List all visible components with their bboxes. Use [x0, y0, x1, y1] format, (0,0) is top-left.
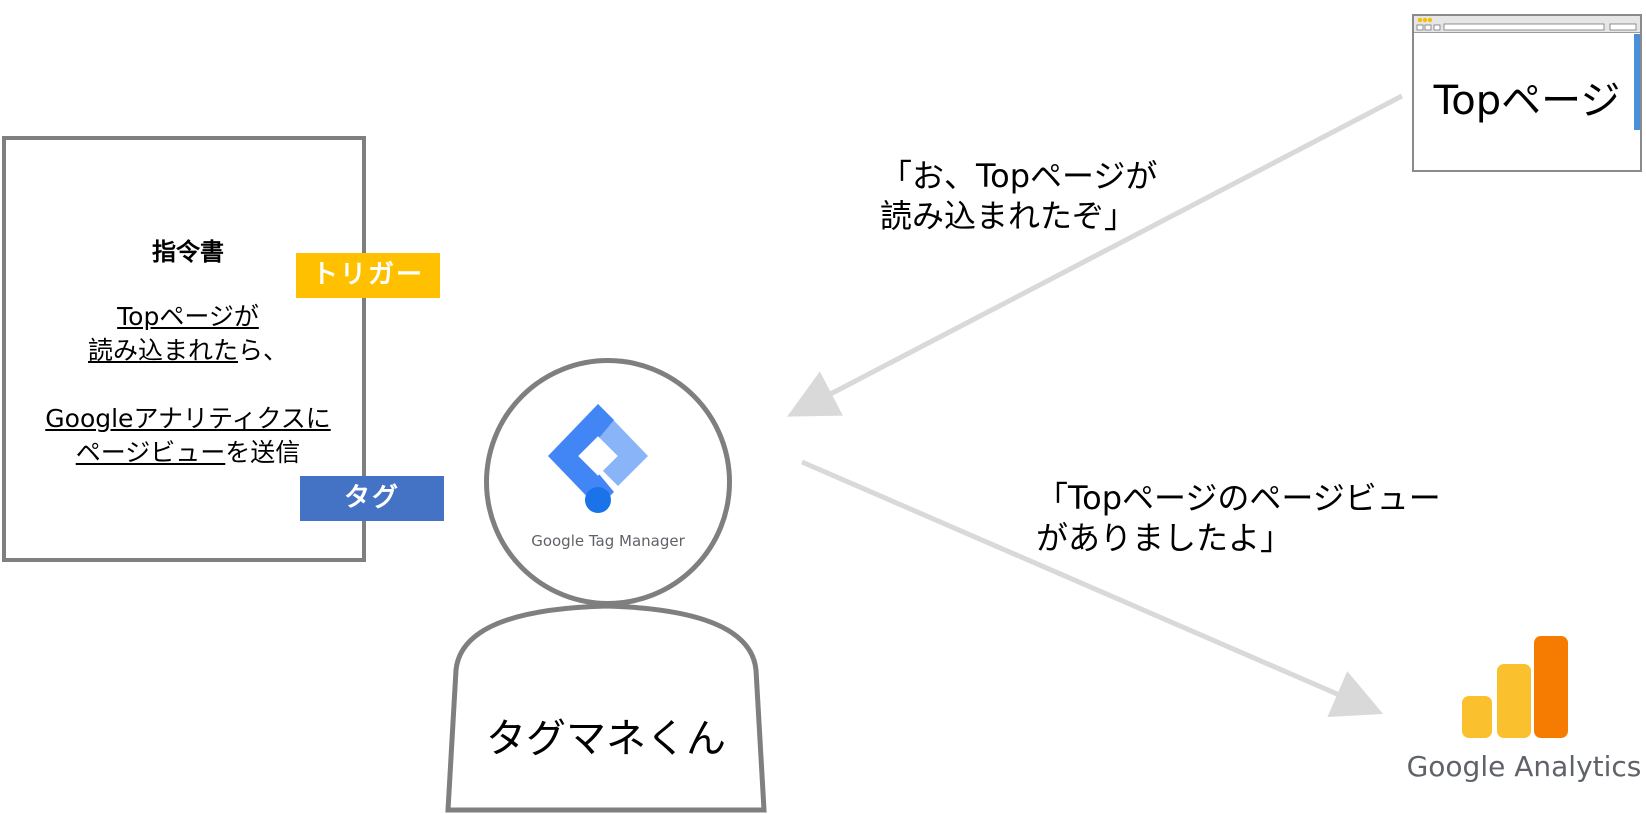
tag-badge: タグ — [300, 476, 444, 521]
figure-head — [484, 358, 732, 606]
trigger-condition-text: Topページが — [117, 302, 259, 331]
figure-body — [445, 603, 767, 813]
tag-suffix-text: を送信 — [225, 438, 301, 467]
trigger-line-2: 読み込まれたら、 — [6, 334, 370, 368]
trigger-condition-text-2: 読み込まれた — [87, 336, 238, 365]
instruction-document: 指令書 Topページが 読み込まれたら、 Googleアナリティクスに ページビ… — [2, 136, 366, 562]
speech-to-analytics-line-1: 「Topページのページビュー — [1036, 479, 1441, 517]
tag-action-text-2: ページビュー — [75, 438, 226, 467]
speech-from-page-line-1: 「お、Topページが — [880, 157, 1158, 195]
ga-logo-caption: Google Analytics — [1406, 750, 1642, 783]
tag-line-2: ページビューを送信 — [6, 436, 370, 470]
gtm-logo-icon — [548, 404, 648, 513]
trigger-suffix-text: ら、 — [238, 336, 289, 365]
arrow-gtm-to-analytics — [801, 459, 1384, 718]
speech-from-page: 「お、Topページが 読み込まれたぞ」 — [880, 156, 1157, 236]
top-page-browser-window: Topページ — [1412, 14, 1642, 172]
speech-from-page-line-2: 読み込まれたぞ」 — [880, 197, 1137, 235]
figure-name: タグマネくん — [486, 716, 726, 762]
tag-action-text: Googleアナリティクスに — [45, 404, 331, 433]
browser-window-controls-icon — [1416, 17, 1637, 31]
tag-line-1: Googleアナリティクスに — [6, 402, 370, 436]
browser-scrollbar — [1634, 34, 1640, 130]
instruction-title: 指令書 — [152, 238, 224, 266]
trigger-badge: トリガー — [296, 253, 440, 298]
browser-toolbar — [1414, 16, 1640, 33]
arrow-page-to-gtm — [787, 93, 1404, 417]
speech-to-analytics: 「Topページのページビュー がありましたよ」 — [1036, 478, 1441, 558]
speech-to-analytics-line-2: がありましたよ」 — [1036, 519, 1293, 557]
ga-logo-icon — [1462, 636, 1568, 738]
top-page-label: Topページ — [1433, 78, 1621, 124]
gtm-logo-caption: Google Tag Manager — [531, 532, 685, 550]
trigger-line-1: Topページが — [6, 300, 370, 334]
